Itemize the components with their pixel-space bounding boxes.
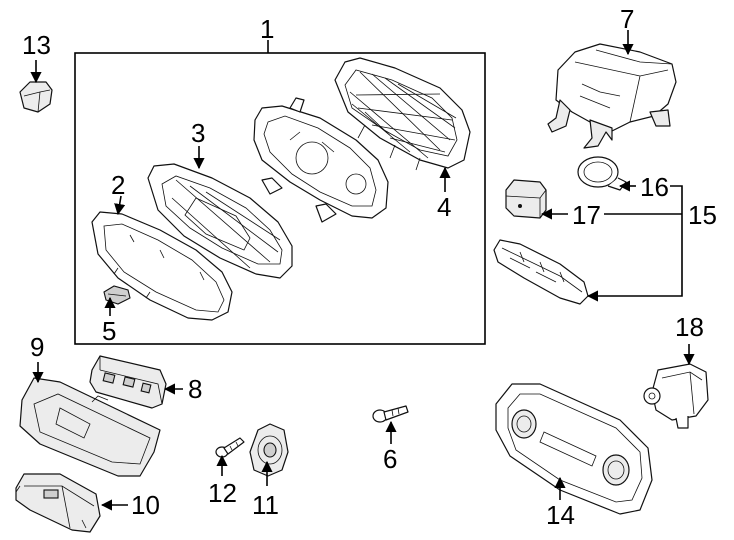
gauge-panel [253, 97, 389, 223]
speaker [249, 423, 289, 477]
clip [103, 285, 131, 305]
callout-8: 8 [188, 374, 202, 404]
callout-11: 11 [252, 490, 279, 520]
knob [19, 81, 53, 113]
cluster-lens [91, 211, 233, 321]
callout-3: 3 [191, 118, 205, 148]
callout-18: 18 [675, 312, 704, 342]
callout-16: 16 [640, 172, 669, 202]
callout-1: 1 [260, 14, 274, 44]
callout-4: 4 [437, 192, 451, 222]
callout-numbers: 1 2 3 4 5 6 7 8 9 10 11 12 13 14 15 16 1… [22, 4, 717, 530]
socket-cap [505, 179, 547, 219]
climate-control-panel [495, 383, 653, 515]
callout-17: 17 [572, 200, 601, 230]
callout-7: 7 [620, 4, 634, 34]
switch-strip [493, 239, 589, 305]
callout-5: 5 [102, 316, 116, 346]
screw [372, 405, 409, 423]
callout-2: 2 [111, 170, 125, 200]
leader-15 [586, 185, 683, 302]
callout-14: 14 [546, 500, 575, 530]
callout-13: 13 [22, 30, 51, 60]
cluster-mask [147, 163, 293, 279]
callout-9: 9 [30, 332, 44, 362]
rear-housing [334, 57, 471, 171]
usb-port [15, 473, 101, 533]
callout-12: 12 [208, 478, 237, 508]
motor [643, 363, 709, 429]
leader-2 [114, 195, 126, 216]
socket-ring [577, 156, 627, 191]
control-module [547, 43, 677, 149]
small-screw [215, 437, 245, 458]
leader-lines [30, 30, 695, 511]
callout-10: 10 [131, 490, 160, 520]
callout-6: 6 [383, 444, 397, 474]
instrument-cluster-box [74, 52, 486, 345]
bezel-panel [19, 377, 161, 477]
switch [89, 355, 167, 409]
callout-15: 15 [688, 200, 717, 230]
